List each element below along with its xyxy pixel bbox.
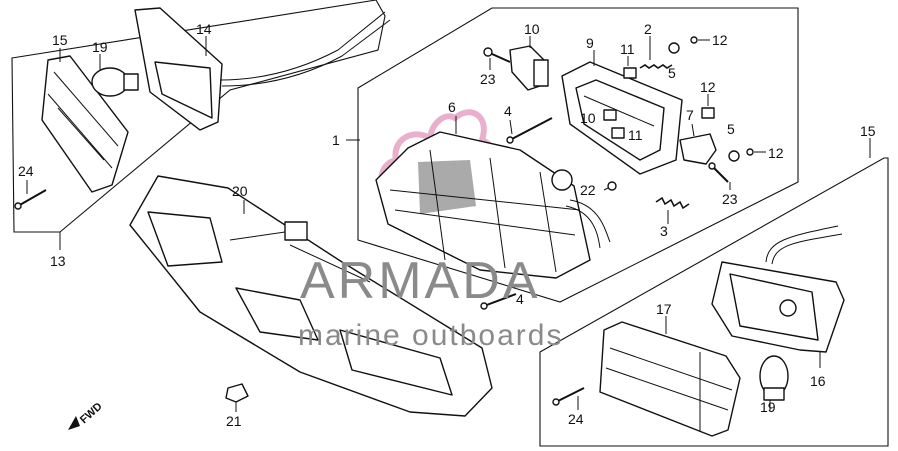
part-8-bracket xyxy=(509,45,549,91)
frame-right-group xyxy=(539,157,889,447)
part-3-spring xyxy=(655,196,690,210)
callout-14: 14 xyxy=(196,21,212,37)
callout-12-lower: 12 xyxy=(768,145,784,161)
part-15-lens xyxy=(41,55,129,193)
part-7-case xyxy=(561,61,683,175)
part-12-screw-lower xyxy=(746,148,766,156)
part-24-screw-left xyxy=(14,189,47,210)
part-5-washer-lower xyxy=(728,150,740,162)
callout-9: 7 xyxy=(686,107,694,123)
callout-24-left: 24 xyxy=(18,163,34,179)
callout-19-right: 19 xyxy=(760,399,776,415)
callout-5-lower: 5 xyxy=(727,121,735,137)
callout-23-lower: 23 xyxy=(722,191,738,207)
callout-24-right: 24 xyxy=(568,411,584,427)
callout-10-a: 10 xyxy=(580,110,596,126)
callout-18: 17 xyxy=(656,301,672,317)
part-14-housing xyxy=(134,7,391,131)
callout-13: 13 xyxy=(50,253,66,269)
callout-17: 16 xyxy=(810,373,826,389)
part-11-nut-lower xyxy=(701,107,715,119)
callout-12-upper: 12 xyxy=(712,32,728,48)
callout-22: 22 xyxy=(580,182,596,198)
part-10-clip-b xyxy=(611,127,625,139)
watermark-subtitle: marine outboards xyxy=(298,319,563,352)
part-6-headlight xyxy=(375,131,611,279)
part-22-screw xyxy=(603,181,617,191)
callout-16: 15 xyxy=(860,123,876,139)
part-24-screw-right xyxy=(552,387,585,406)
part-9-bracket xyxy=(679,133,717,165)
svg-text:FWD: FWD xyxy=(78,401,105,427)
part-4-screw-center xyxy=(506,117,553,144)
callout-21: 21 xyxy=(226,413,242,429)
callout-19-left: 19 xyxy=(92,39,108,55)
callout-8: 10 xyxy=(524,21,540,37)
callout-7: 9 xyxy=(586,35,594,51)
callout-6: 6 xyxy=(448,99,456,115)
callout-4-lower: 4 xyxy=(516,291,524,307)
part-12-screw-upper xyxy=(690,36,710,44)
callout-3: 3 xyxy=(660,223,668,239)
frame-left-group xyxy=(11,0,386,233)
callout-1: 1 xyxy=(332,132,340,148)
callout-15: 15 xyxy=(52,32,68,48)
part-19-bulb-right xyxy=(759,355,789,401)
part-10-clip-a xyxy=(603,109,617,121)
frame-center-group xyxy=(357,7,799,303)
callout-11-upper: 11 xyxy=(620,41,635,57)
callout-2: 2 xyxy=(644,21,652,37)
callout-4-center: 4 xyxy=(504,103,512,119)
callout-5-upper: 5 xyxy=(668,65,676,81)
part-2-adjuster xyxy=(639,64,673,69)
part-23-bolt-lower xyxy=(708,162,729,183)
part-4-screw-lower xyxy=(480,293,517,310)
part-20-cowl xyxy=(129,175,493,417)
watermark-title: ARMADA xyxy=(300,252,540,310)
part-23-bolt-upper xyxy=(483,47,511,63)
callout-10-b: 11 xyxy=(628,127,643,143)
callout-20: 20 xyxy=(232,183,248,199)
part-5-washer-upper xyxy=(668,42,680,54)
fwd-marker: FWD xyxy=(68,401,105,430)
part-17-housing xyxy=(711,225,845,353)
part-11-nut-upper xyxy=(623,67,637,79)
callout-11-lower: 12 xyxy=(700,79,716,95)
part-21-grommet xyxy=(225,383,249,403)
callout-23-upper: 23 xyxy=(480,71,496,87)
part-19-bulb xyxy=(91,67,139,97)
part-18-lens xyxy=(599,321,741,437)
